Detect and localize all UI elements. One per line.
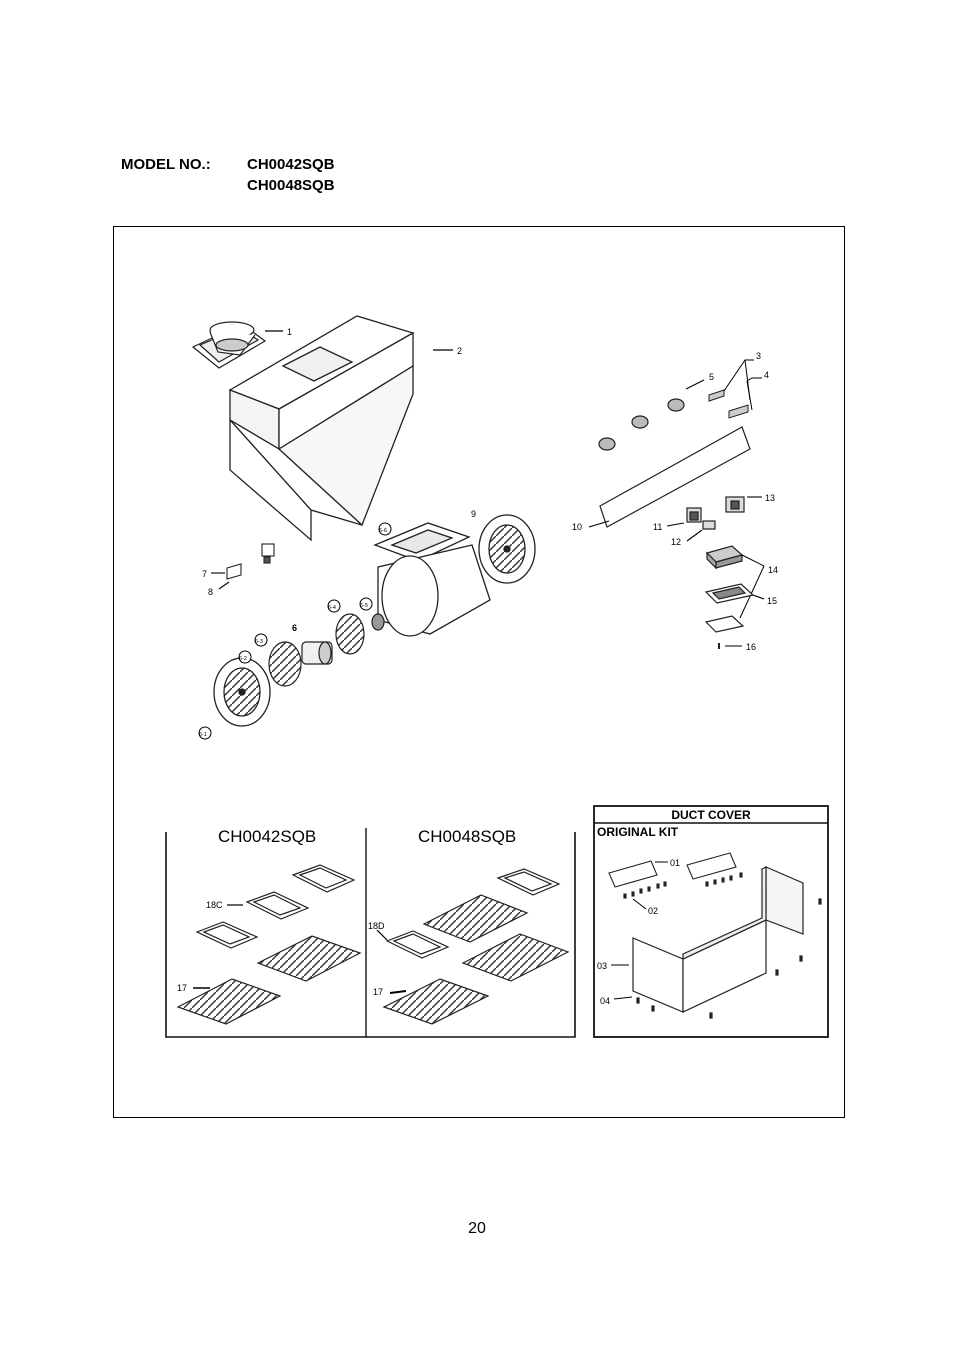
callout-6-6: 6-6 (379, 528, 387, 534)
callout-12: 12 (671, 537, 681, 547)
callout-9: 9 (471, 509, 476, 519)
callout-5: 5 (709, 372, 714, 382)
callout-6-5: 6-5 (360, 603, 368, 609)
duct-cover-subtitle: ORIGINAL KIT (597, 825, 679, 839)
callout-3: 3 (756, 351, 761, 361)
clip-part-7 (226, 543, 275, 580)
callout-18d: 18D (368, 921, 385, 931)
switch-part-3 (708, 389, 749, 419)
light-bracket-part-15 (704, 583, 755, 604)
page-number: 20 (468, 1220, 486, 1237)
callout-10: 10 (572, 522, 582, 532)
transformer-part-11 (686, 507, 702, 523)
duct-cover-part-03 (632, 866, 822, 1019)
callout-15: 15 (767, 596, 777, 606)
callout-6-3: 6-3 (255, 639, 263, 645)
duct-collar-part-1 (191, 321, 267, 369)
callout-14: 14 (768, 565, 778, 575)
callout-1: 1 (287, 327, 292, 337)
callout-04: 04 (600, 996, 610, 1006)
motor-part-6 (301, 641, 333, 665)
callout-17-left: 17 (177, 983, 187, 993)
callout-6-1: 6-1 (199, 732, 207, 738)
grease-filter-17-c (422, 894, 529, 943)
fan-wheel-part-6-4 (335, 613, 385, 655)
light-lens-part-14 (705, 545, 744, 570)
charcoal-filter-18d (385, 868, 561, 959)
capacitor-part-12 (702, 520, 716, 530)
grease-filter-17-d (461, 933, 570, 982)
callout-6-4: 6-4 (328, 605, 336, 611)
light-cover-plate (704, 615, 745, 633)
callout-6: 6 (292, 623, 297, 633)
hood-body-part-2 (228, 315, 415, 542)
callout-2: 2 (457, 346, 462, 356)
callout-6-2: 6-2 (239, 656, 247, 662)
callout-16: 16 (746, 642, 756, 652)
callout-8: 8 (208, 587, 213, 597)
knob-part-5 (598, 398, 685, 451)
blower-wheel-cover-part-9 (478, 514, 536, 584)
callout-01: 01 (670, 858, 680, 868)
callout-13: 13 (765, 493, 775, 503)
model-label: MODEL NO.: (121, 156, 211, 173)
filters-panel: CH0042SQB CH0048SQB (165, 827, 576, 1038)
callout-03: 03 (597, 961, 607, 971)
relay-part-13 (725, 496, 745, 513)
charcoal-filter-18c (195, 864, 356, 949)
model-number-2: CH0048SQB (247, 177, 335, 194)
filters-title-ch0042sqb: CH0042SQB (218, 827, 316, 846)
duct-cover-title: DUCT COVER (671, 808, 751, 822)
grease-filter-17-e (382, 978, 490, 1025)
callout-11: 11 (653, 522, 662, 532)
diagram-frame (113, 226, 845, 1118)
duct-bracket-01 (608, 852, 743, 899)
callout-18c: 18C (206, 900, 223, 910)
callout-7: 7 (202, 569, 207, 579)
grease-filter-17-b (176, 978, 282, 1025)
control-panel-part-10 (599, 426, 751, 528)
callout-02: 02 (648, 906, 658, 916)
model-number-1: CH0042SQB (247, 156, 335, 173)
callout-4: 4 (764, 370, 769, 380)
callout-17-right: 17 (373, 987, 383, 997)
blower-housing-part-6-6 (373, 522, 491, 637)
screw-part-16 (718, 643, 720, 649)
blower-inlet-cover-part-6-1 (213, 657, 271, 727)
grease-filter-17-a (256, 935, 362, 982)
filters-title-ch0048sqb: CH0048SQB (418, 827, 516, 846)
